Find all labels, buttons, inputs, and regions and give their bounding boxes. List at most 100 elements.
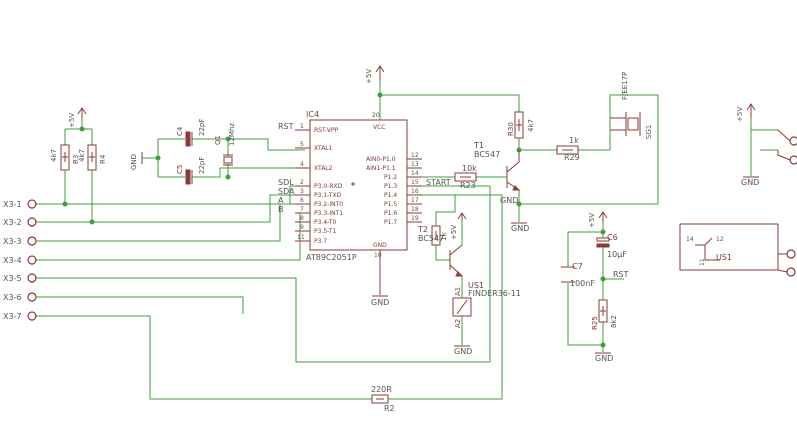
resistor-r29: 1k R29	[556, 136, 580, 162]
vcc-symbol-ic: +5V	[365, 65, 385, 84]
pin-num: 9	[300, 224, 304, 231]
b-label: B	[278, 205, 284, 214]
capacitor-c6: C6 10µF	[596, 233, 627, 259]
rst-label: RST	[613, 270, 629, 279]
pin-name: P1.7	[384, 219, 397, 226]
ic4-gnd-name: GND	[373, 242, 387, 249]
resistor-r4: R4 4k7	[78, 144, 107, 171]
pin-num: 12	[411, 152, 419, 159]
t2-ref: T2	[417, 225, 428, 234]
x3-4-label: X3-4	[3, 256, 22, 265]
pin-name: XTAL1	[314, 145, 333, 152]
gnd-label-t1: GND	[511, 224, 529, 233]
pin-num: 16	[411, 188, 419, 195]
gnd-label-relay: GND	[454, 347, 472, 356]
connector-right-top	[777, 129, 797, 165]
pin-name: RST-VPP	[314, 127, 339, 134]
pin-num: 6	[300, 197, 304, 204]
t1-value: BC547	[474, 150, 500, 159]
capacitor-c4: C4 22pF	[176, 119, 206, 147]
pin-num: 5	[300, 141, 304, 148]
vcc-symbol-pullups: +5V	[68, 107, 87, 128]
pin-num: 4	[300, 161, 304, 168]
net-labels: RST SDL SDA A B START	[278, 122, 451, 214]
sg1-ref: SG1	[645, 125, 653, 139]
crystal-q1: Q1 12Mhz	[214, 123, 236, 166]
resistor-r23: 10k R23	[454, 164, 477, 190]
pin-num: 19	[411, 215, 419, 222]
resistor-r25: R25 8k2	[591, 299, 618, 330]
ic4-part: AT89C2051P	[306, 253, 357, 262]
vcc-label: +5V	[450, 225, 458, 240]
resistor-r3: R3 4k7	[50, 144, 80, 171]
pin-num: 14	[411, 170, 419, 177]
pin-num: 18	[411, 206, 419, 213]
pin-name: P3.0-RXD	[314, 183, 343, 190]
x3-7-label: X3-7	[3, 312, 22, 321]
ground-right: GND	[741, 176, 759, 187]
r23-value: 10k	[462, 164, 477, 173]
r23-ref: R23	[460, 181, 476, 190]
us1-pin-14: 14	[686, 236, 694, 243]
pin-name: P3.2-INT0	[314, 201, 343, 208]
c5-value: 22pF	[198, 157, 206, 174]
pin-name: P1.5	[384, 201, 397, 208]
x3-5-label: X3-5	[3, 274, 22, 283]
relay-pin-a1: A1	[454, 287, 462, 296]
capacitor-c5: C5 22pF	[176, 157, 206, 185]
sda-label: SDA	[278, 187, 295, 196]
r29-ref: R29	[564, 153, 580, 162]
r2-value: 220R	[371, 385, 392, 394]
pin-num: 8	[300, 215, 304, 222]
gnd-label-rst: GND	[595, 354, 613, 363]
x3-2-label: X3-2	[3, 218, 22, 227]
sdl-label: SDL	[278, 178, 294, 187]
pin-name: AIN1-P1.1	[366, 165, 396, 172]
q1-ref: Q1	[214, 135, 222, 145]
junctions	[62, 92, 606, 348]
t1-ref: T1	[473, 141, 484, 150]
vcc-symbol-t2: +5V	[450, 212, 467, 240]
gnd-label-right: GND	[741, 178, 759, 187]
gnd-label-crystal: GND	[130, 154, 138, 170]
relay-ref: US1	[468, 281, 484, 290]
pin-num: 17	[411, 197, 419, 204]
resistor-r2: 220R R2	[371, 385, 395, 413]
vcc-label: +5V	[736, 107, 744, 122]
us1-pin-12: 12	[716, 236, 724, 243]
relay-value: FINDER36-11	[468, 289, 521, 298]
transistor-t2: T2 BC547	[417, 225, 464, 277]
vcc-label: +5V	[588, 213, 596, 228]
x3-6-label: X3-6	[3, 293, 22, 302]
x3-1-label: X3-1	[3, 200, 22, 209]
ic4-microcontroller: IC4 AT89C2051P VCC 20 GND 10 RST-VPP XTA…	[295, 110, 422, 295]
ground-ic: GND	[371, 295, 389, 307]
pin-name: P3.5-T1	[314, 228, 336, 235]
c7-ref: C7	[572, 262, 583, 271]
vcc-label: +5V	[68, 113, 76, 128]
connector-x3: X3-1 X3-2 X3-3 X3-4 X3-5 X3-6 X3-7	[3, 199, 37, 321]
pin-name: P1.3	[384, 183, 397, 190]
t2-value: BC547	[418, 234, 444, 243]
pin-name: P1.6	[384, 210, 397, 217]
r3-value: 4k7	[50, 149, 58, 162]
relay-contact-us1: 14 12 11 US1	[679, 223, 796, 277]
relay-coil: US1 FINDER36-11 A1 A2	[452, 281, 521, 328]
q1-value: 12Mhz	[228, 123, 236, 146]
ic4-ref: IC4	[306, 110, 319, 119]
pin-name: P3.7	[314, 238, 327, 245]
gnd-label-t1-emitter: GND	[500, 196, 518, 205]
pin-num: 1	[300, 123, 304, 130]
rst-net: RST	[613, 270, 629, 279]
gnd-label-ic: GND	[371, 298, 389, 307]
r25-value: 8k2	[610, 315, 618, 328]
r3-ref: R3	[72, 155, 80, 164]
pin-name: P3.3-INT1	[314, 210, 343, 217]
c4-value: 22pF	[198, 119, 206, 136]
vcc-symbol-right: +5V	[736, 103, 756, 122]
us1-contact-ref: US1	[716, 253, 732, 262]
pin-num: 11	[297, 234, 305, 241]
r25-ref: R25	[591, 316, 599, 330]
c4-ref: C4	[176, 126, 184, 136]
